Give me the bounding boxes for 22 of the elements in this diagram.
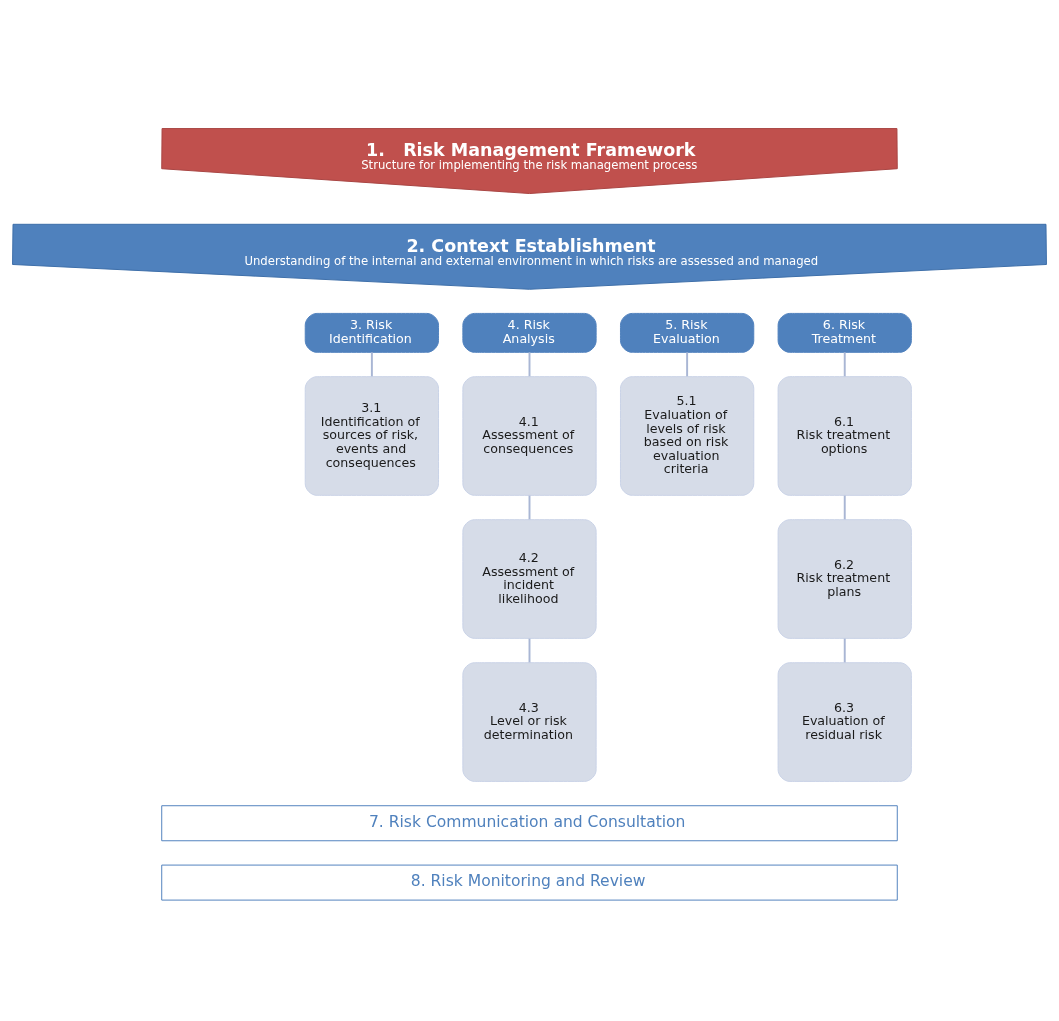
connector <box>843 350 846 377</box>
node-box: 3.1 Identification of sources of risk, events and consequences <box>304 375 439 496</box>
node-box: 6.3 Evaluation of residual risk <box>777 661 912 782</box>
node-box: 7. Risk Communication and Consultation <box>161 804 898 841</box>
node-box: 4.1 Assessment of consequences <box>462 375 597 496</box>
node-box: 6.2 Risk treatment plans <box>777 518 912 639</box>
node-box: 4.2 Assessment of incident likelihood <box>462 518 597 639</box>
connector <box>528 637 531 663</box>
node-box: 3. Risk Identification <box>304 312 439 353</box>
node-box: 4.3 Level or risk determination <box>462 661 597 782</box>
connector <box>686 350 689 377</box>
connector <box>528 350 531 377</box>
node-box: 6.1 Risk treatment options <box>777 375 912 496</box>
connector <box>843 637 846 663</box>
connector <box>843 494 846 520</box>
connector <box>528 494 531 520</box>
node-box: 8. Risk Monitoring and Review <box>161 864 898 901</box>
node-box: 6. Risk Treatment <box>777 312 912 353</box>
node-box: 5.1 Evaluation of levels of risk based on risk evaluation criteria <box>620 375 755 496</box>
node-box: 4. Risk Analysis <box>462 312 597 353</box>
node-box: 5. Risk Evaluation <box>620 312 755 353</box>
connector <box>370 350 373 377</box>
